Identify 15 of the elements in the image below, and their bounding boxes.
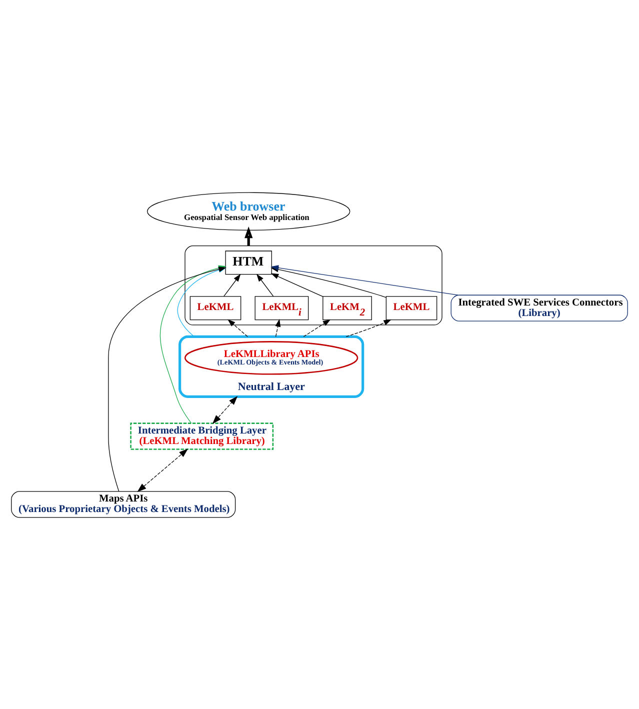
arrow xyxy=(256,273,274,296)
arrow xyxy=(212,395,238,424)
arrow xyxy=(224,273,241,296)
arrow xyxy=(137,448,188,492)
node-ellipse: Web browser Geospatial Sensor Web application xyxy=(147,192,350,230)
node-box: HTM xyxy=(225,250,272,274)
node-box: Intermediate Bridging Layer (LeKML Matching Library) xyxy=(130,422,274,450)
node-box: LeKML xyxy=(386,296,438,320)
arrow xyxy=(228,318,248,336)
node-box: LeKML xyxy=(190,296,242,320)
arrow xyxy=(275,318,281,336)
arrow xyxy=(270,272,324,296)
node-box: Maps APIs (Various Proprietary Objects & Events Models) xyxy=(11,490,236,518)
arrow xyxy=(303,318,331,336)
node-box: Integrated SWE Services Connectors (Library) xyxy=(450,294,628,321)
